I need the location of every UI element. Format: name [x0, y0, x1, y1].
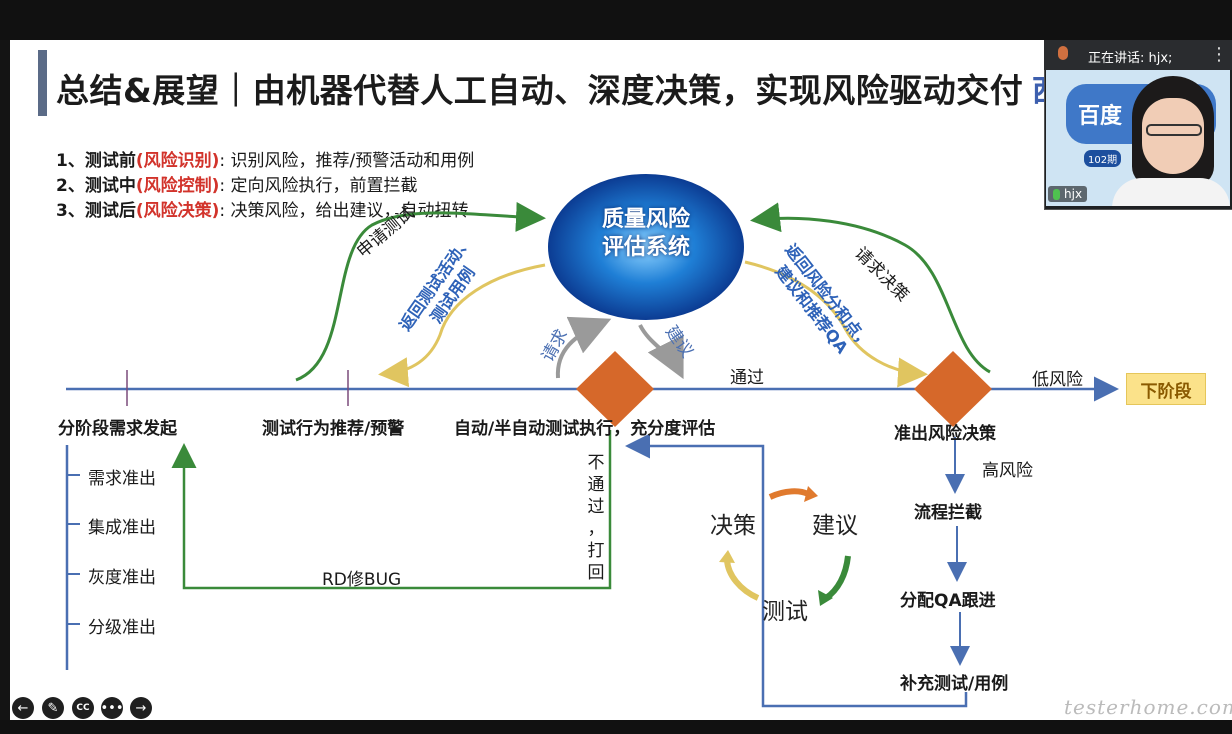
pen-icon[interactable]: ✎: [42, 697, 64, 719]
decision-diamond: [914, 351, 992, 427]
cycle-green-arrow: [824, 555, 851, 601]
cycle-suggest: 建议: [812, 513, 858, 539]
cycle-orange-arrow: [768, 488, 810, 500]
suggest-arrow: [638, 324, 684, 380]
video-more-icon[interactable]: ⋮: [1210, 44, 1228, 65]
cycle-test: 测试: [762, 599, 808, 625]
phase-3-prefix: 3、测试后: [56, 201, 136, 221]
sub-item-2: 集成准出: [88, 518, 156, 538]
risk-system-line2: 评估系统: [601, 235, 690, 260]
not-pass-char-1: 不: [587, 453, 605, 473]
top-bar: [0, 0, 1232, 40]
sub-item-3: 灰度准出: [88, 568, 156, 588]
speaker-mic-icon: [1058, 46, 1068, 60]
not-pass-char-6: 回: [587, 563, 605, 583]
risk-system-label: 质量风险评估系统: [548, 206, 744, 262]
speaker-body: [1112, 178, 1230, 206]
low-risk-label: 低风险: [1032, 370, 1083, 390]
not-pass-char-5: 打: [587, 541, 605, 561]
speaking-label: 正在讲话: hjx;: [1088, 51, 1173, 66]
qa-return-loop: [625, 433, 968, 708]
flow-assign-qa: 分配QA跟进: [900, 591, 996, 611]
flow-supplement-test: 补充测试/用例: [900, 674, 1009, 694]
sub-item-4: 分级准出: [88, 618, 156, 638]
mic-icon: [1053, 189, 1060, 200]
phase-2-desc: : 定向风险执行，前置拦截: [219, 176, 418, 196]
phase-2: 2、测试中(风险控制): 定向风险执行，前置拦截: [56, 171, 418, 196]
not-pass-char-2: 通: [587, 475, 605, 495]
next-stage-box: 下阶段: [1126, 373, 1206, 405]
video-name-tag: hjx: [1048, 186, 1088, 202]
more-icon[interactable]: •••: [101, 697, 124, 719]
cycle-yellow-arrow: [724, 559, 760, 601]
return-left-arrow: [378, 263, 546, 388]
phase-1: 1、测试前(风险识别): 识别风险，推荐/预警活动和用例: [56, 146, 474, 171]
phase-1-desc: : 识别风险，推荐/预警活动和用例: [219, 151, 475, 171]
video-name: hjx: [1064, 187, 1083, 201]
phase-1-prefix: 1、测试前: [56, 151, 136, 171]
cc-icon[interactable]: CC: [72, 697, 94, 719]
cycle-orange-head: [804, 486, 818, 502]
return-right-arrow: [744, 260, 928, 388]
risk-system-line1: 质量风险: [601, 207, 690, 232]
phase-1-tag: (风险识别): [135, 151, 220, 171]
camera-feed: 百度 102期: [1046, 70, 1230, 206]
stage-initiate: 分阶段需求发起: [58, 419, 177, 439]
stage-execute: 自动/半自动测试执行，充分度评估: [454, 419, 716, 439]
request-decision-arrow: [750, 202, 991, 374]
stage-recommend: 测试行为推荐/预警: [262, 419, 405, 439]
speaker-face: [1142, 98, 1204, 174]
stage-exit-decision: 准出风险决策: [894, 424, 996, 444]
title-accent-bar: [38, 50, 47, 116]
camera-backdrop-text: 百度: [1078, 104, 1123, 129]
rd-fix-label: RD修BUG: [322, 570, 402, 590]
not-pass-char-3: 过: [587, 497, 605, 517]
pass-label: 通过: [730, 368, 764, 388]
high-risk-label: 高风险: [982, 461, 1033, 481]
phase-3: 3、测试后(风险决策): 决策风险，给出建议，自动扭转: [56, 196, 469, 221]
forward-icon[interactable]: →: [130, 697, 152, 719]
cycle-decision: 决策: [710, 513, 756, 539]
sub-item-1: 需求准出: [88, 469, 156, 489]
phase-2-tag: (风险控制): [135, 176, 220, 196]
title-cut-char: 西: [1032, 66, 1044, 106]
risk-system-brain: [548, 174, 744, 320]
rd-fix-loop: [171, 430, 612, 590]
request-arrow: [555, 316, 612, 379]
camera-badge: 102期: [1084, 150, 1122, 167]
speaker-glasses: [1146, 124, 1202, 136]
not-pass-char-4: ，: [587, 519, 605, 539]
phase-2-prefix: 2、测试中: [56, 176, 136, 196]
phase-3-tag: (风险决策): [135, 201, 220, 221]
watermark: testerhome.com: [1064, 695, 1232, 719]
video-header: [1044, 40, 1232, 70]
flow-intercept: 流程拦截: [914, 503, 982, 523]
cycle-yellow-head: [719, 550, 735, 563]
slide-title: 总结&展望｜由机器代替人工自动、深度决策，实现风险驱动交付: [56, 71, 1024, 110]
cycle-green-head: [818, 590, 833, 606]
execute-diamond: [576, 351, 654, 427]
back-icon[interactable]: ←: [12, 697, 34, 719]
bottom-bar: [0, 720, 1232, 734]
not-pass-label: 不 通 过 ， 打 回: [586, 452, 606, 584]
apply-test-arrow: [295, 201, 546, 382]
